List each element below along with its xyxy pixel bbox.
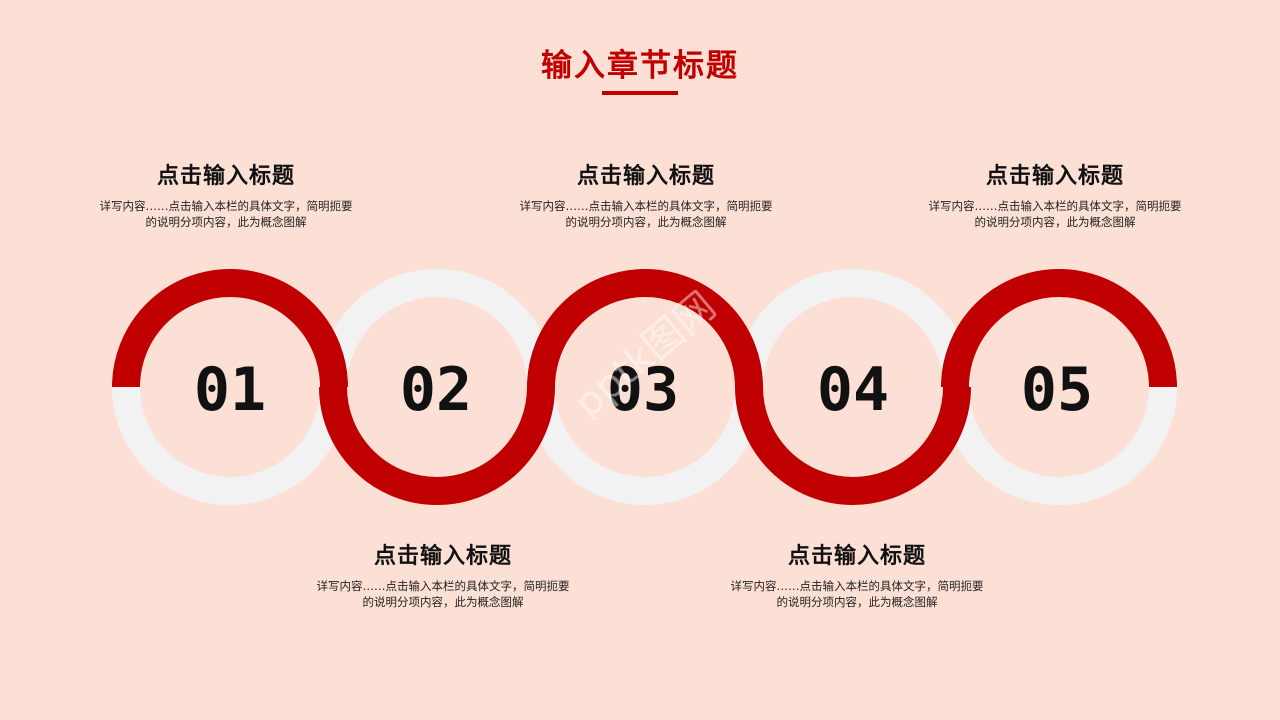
step-4-title[interactable]: 点击输入标题 bbox=[787, 544, 926, 569]
step-5-text: 点击输入标题 详写内容……点击输入本栏的具体文字，简明扼要的说明分项内容，此为概… bbox=[905, 162, 1205, 230]
step-number-2: 02 bbox=[400, 355, 472, 425]
step-4-text: 点击输入标题 详写内容……点击输入本栏的具体文字，简明扼要的说明分项内容，此为概… bbox=[707, 542, 1007, 610]
ring-3-top-arc bbox=[527, 269, 763, 388]
step-2-title[interactable]: 点击输入标题 bbox=[373, 544, 512, 569]
step-3-desc[interactable]: 详写内容……点击输入本栏的具体文字，简明扼要的说明分项内容，此为概念图解 bbox=[519, 199, 773, 229]
step-2-desc[interactable]: 详写内容……点击输入本栏的具体文字，简明扼要的说明分项内容，此为概念图解 bbox=[316, 579, 570, 609]
step-1-desc[interactable]: 详写内容……点击输入本栏的具体文字，简明扼要的说明分项内容，此为概念图解 bbox=[99, 199, 353, 229]
step-3-title[interactable]: 点击输入标题 bbox=[576, 164, 715, 189]
step-5-desc[interactable]: 详写内容……点击输入本栏的具体文字，简明扼要的说明分项内容，此为概念图解 bbox=[928, 199, 1182, 229]
ring-4-top-arc bbox=[735, 269, 971, 388]
step-1-text: 点击输入标题 详写内容……点击输入本栏的具体文字，简明扼要的说明分项内容，此为概… bbox=[76, 162, 376, 230]
ring-5-top-arc bbox=[941, 269, 1177, 388]
ring-5-bottom-arc bbox=[941, 386, 1177, 505]
ring-2-top-arc bbox=[319, 269, 555, 388]
step-3-text: 点击输入标题 详写内容……点击输入本栏的具体文字，简明扼要的说明分项内容，此为概… bbox=[496, 162, 796, 230]
page-title: 输入章节标题 bbox=[541, 48, 739, 84]
step-number-1: 01 bbox=[194, 355, 266, 425]
ring-1-bottom-arc bbox=[112, 386, 348, 505]
step-number-3: 03 bbox=[607, 355, 679, 425]
step-number-4: 04 bbox=[817, 355, 889, 425]
step-4-desc[interactable]: 详写内容……点击输入本栏的具体文字，简明扼要的说明分项内容，此为概念图解 bbox=[730, 579, 984, 609]
ring-3-bottom-arc bbox=[527, 386, 763, 505]
ring-1-top-arc bbox=[112, 269, 348, 388]
step-1-title[interactable]: 点击输入标题 bbox=[156, 164, 295, 189]
ring-4-bottom-arc bbox=[735, 386, 971, 505]
ring-2-bottom-arc bbox=[319, 386, 555, 505]
step-5-title[interactable]: 点击输入标题 bbox=[985, 164, 1124, 189]
step-number-5: 05 bbox=[1021, 355, 1093, 425]
step-2-text: 点击输入标题 详写内容……点击输入本栏的具体文字，简明扼要的说明分项内容，此为概… bbox=[293, 542, 593, 610]
title-underline bbox=[602, 91, 678, 95]
